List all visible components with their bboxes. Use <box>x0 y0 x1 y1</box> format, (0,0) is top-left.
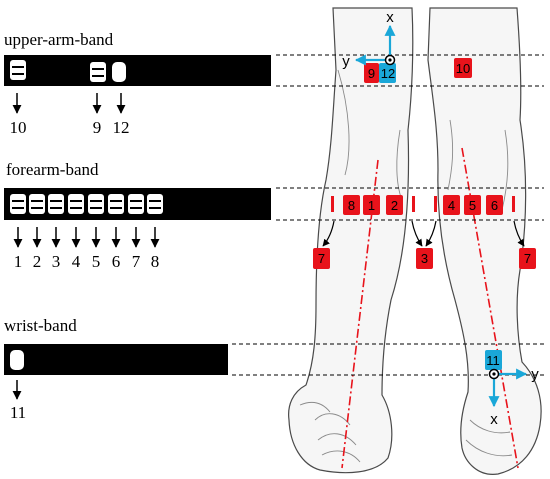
forearm-index-6: 6 <box>111 252 121 271</box>
upper-arm-index-10: 10 <box>9 118 27 137</box>
upper-arm-band-title: upper-arm-band <box>4 30 114 49</box>
marker-3-label: 3 <box>421 251 428 266</box>
wrist-sensor-11 <box>10 350 24 370</box>
marker-10-label: 10 <box>456 61 470 76</box>
right-arm-outline <box>427 7 542 475</box>
wrist-coordinate-frame: y x <box>488 366 539 428</box>
forearm-sensor-8 <box>147 194 163 214</box>
upper-x-label: x <box>386 9 394 26</box>
marker-12 <box>379 63 396 83</box>
marker-7-right-label: 7 <box>524 251 531 266</box>
marker-6-label: 6 <box>491 198 498 213</box>
forearm-sensor-2 <box>29 194 45 214</box>
marker-2 <box>386 195 403 215</box>
left-arm-outline <box>288 7 414 474</box>
marker-1-label: 1 <box>368 198 375 213</box>
forearm-sensor-3 <box>48 194 64 214</box>
upper-coordinate-frame: x y <box>342 9 396 70</box>
marker-6 <box>486 195 503 215</box>
marker-3 <box>416 248 433 269</box>
wrist-x-label: x <box>490 411 498 428</box>
upper-arm-band-bar <box>4 55 271 86</box>
wrap-arrows <box>322 220 525 247</box>
marker-8-label: 8 <box>348 198 355 213</box>
forearm-sensor-6 <box>108 194 124 214</box>
forearm-index-7: 7 <box>131 252 141 271</box>
marker-4-label: 4 <box>448 198 455 213</box>
marker-11 <box>485 350 502 370</box>
wrist-y-label: y <box>531 366 539 383</box>
marker-7-left-label: 7 <box>318 251 325 266</box>
forearm-band-title: forearm-band <box>6 160 99 179</box>
forearm-sensor-5 <box>88 194 104 214</box>
upper-arm-sensor-9 <box>90 62 106 82</box>
wrap-arrow-7-right <box>513 220 525 247</box>
marker-4 <box>443 195 460 215</box>
forearm-index-5: 5 <box>91 252 101 271</box>
upper-arm-sensor-12 <box>112 62 126 82</box>
forearm-index-3: 3 <box>51 252 61 271</box>
forearm-index-2: 2 <box>32 252 42 271</box>
wrap-arrow-3-a <box>411 220 423 247</box>
forearm-index-4: 4 <box>71 252 81 271</box>
wrap-arrow-3-b <box>425 220 437 247</box>
marker-12-label: 12 <box>381 66 395 81</box>
arm-sensor-markers: 9 12 10 8 1 2 4 5 6 7 3 7 11 <box>313 58 536 370</box>
wrist-band-title: wrist-band <box>4 316 77 335</box>
forearm-sensor-1 <box>10 194 26 214</box>
marker-7-left <box>313 248 330 269</box>
marker-7-right <box>519 248 536 269</box>
upper-y-label: y <box>342 53 350 70</box>
upper-arm-index-9: 9 <box>92 118 102 137</box>
wrist-index-11: 11 <box>9 403 27 422</box>
marker-2-label: 2 <box>391 198 398 213</box>
marker-11-label: 11 <box>486 353 500 368</box>
marker-8 <box>343 195 360 215</box>
marker-9 <box>364 63 379 83</box>
forearm-strip-ticks <box>331 196 515 212</box>
arms-sketch <box>288 7 542 475</box>
forearm-index-1: 1 <box>13 252 23 271</box>
marker-1 <box>363 195 380 215</box>
forearm-band-bar <box>4 188 271 220</box>
upper-arm-index-12: 12 <box>112 118 130 137</box>
marker-9-label: 9 <box>368 66 375 81</box>
forearm-index-8: 8 <box>150 252 160 271</box>
wrap-arrow-7-left <box>322 220 335 247</box>
marker-5 <box>464 195 481 215</box>
marker-10 <box>454 58 472 78</box>
marker-5-label: 5 <box>469 198 476 213</box>
upper-arm-sensor-10 <box>10 60 26 80</box>
wrist-band-bar <box>4 344 228 375</box>
forearm-sensor-7 <box>128 194 144 214</box>
forearm-sensor-4 <box>68 194 84 214</box>
